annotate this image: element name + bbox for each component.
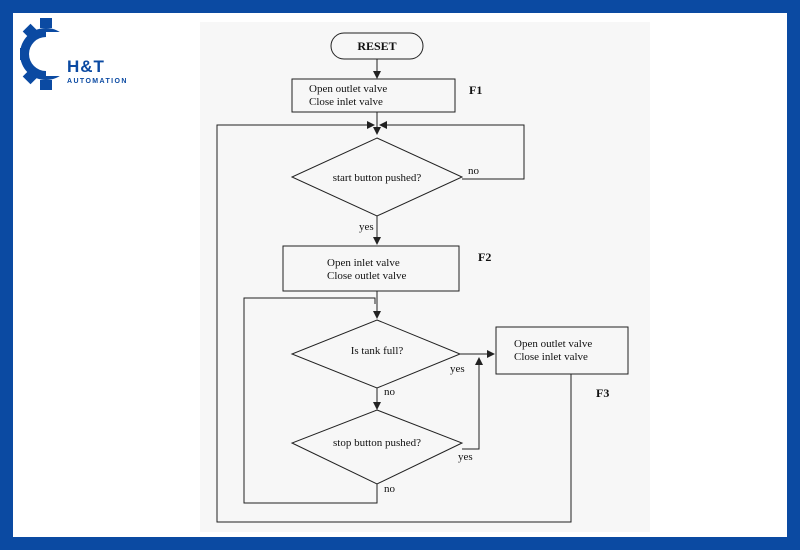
f2-line2: Close outlet valve [327,270,407,282]
f3-return-loop [216,121,572,523]
gear-icon [20,18,80,90]
decision-full-label: Is tank full? [351,345,404,357]
f1-line2: Close inlet valve [309,96,383,108]
brand-title: H&T [67,57,105,76]
f1-process-box [291,78,456,113]
f1-tag: F1 [469,83,482,97]
decision-full-yes: yes [450,363,465,375]
stop-yes-path [462,357,483,450]
decision-full-no: no [384,386,396,398]
loop-no-start [379,121,525,180]
start-label: RESET [357,39,396,53]
f3-tag: F3 [596,386,609,400]
f2-tag: F2 [478,250,491,264]
loop-no-stop [243,297,378,504]
decision-start-no: no [468,165,480,177]
decision-stop-yes: yes [458,451,473,463]
f2-process-box [282,245,460,292]
decision-stop-label: stop button pushed? [333,437,421,449]
decision-start-label: start button pushed? [333,172,422,184]
f3-process-box [495,326,629,375]
brand-logo: H&T AUTOMATION [20,18,126,90]
decision-start-yes: yes [359,221,374,233]
f2-line1: Open inlet valve [327,257,400,269]
brand-subtitle: AUTOMATION [67,78,128,85]
f1-line1: Open outlet valve [309,83,387,95]
decision-stop-no: no [384,483,396,495]
f3-line1: Open outlet valve [514,338,592,350]
f3-line2: Close inlet valve [514,351,588,363]
